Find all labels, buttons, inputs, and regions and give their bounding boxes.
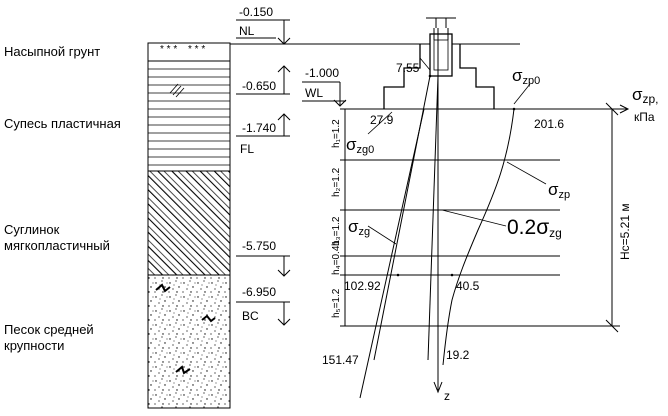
elev-nl-tag: NL xyxy=(239,24,255,38)
elev-top2: -0.650 xyxy=(242,79,276,93)
foundation xyxy=(230,17,520,109)
soil-label-sandy-loam: Супесь пластичная xyxy=(4,116,121,131)
soil-label-fill: Насыпной грунт xyxy=(4,44,101,59)
z-axis: z xyxy=(433,28,450,403)
sublayer-lines xyxy=(340,108,620,327)
fill-mark: * * * xyxy=(160,44,177,55)
point2-sigma-zg-line xyxy=(427,75,439,361)
label-sigma-zg0: σzg0 xyxy=(346,135,374,156)
value-7-55: 7.55 xyxy=(396,61,420,75)
svg-text:* * *: * * * xyxy=(188,44,205,55)
sublayer-h5: h₅=1.2 xyxy=(331,288,342,318)
soil-column: * * * * * * xyxy=(147,42,231,409)
elev-fl-tag: FL xyxy=(240,142,254,156)
label-sigma-zp0: σzp0 xyxy=(512,66,540,87)
value-151-47: 151.47 xyxy=(322,353,359,367)
sigma-zp-curve xyxy=(442,108,515,366)
hc-label: Hc=5.21 м xyxy=(618,203,632,260)
sublayer-h1: h₁=1.2 xyxy=(331,119,342,148)
label-sigma-zg: σzg xyxy=(348,217,370,238)
sublayer-h4: h₄=0.41 xyxy=(331,240,342,275)
sigma-zg0-line xyxy=(359,108,425,399)
value-201-6: 201.6 xyxy=(534,117,564,131)
soil-label-loam: Суглинок мягкопластичный xyxy=(4,222,110,253)
value-40-5: 40.5 xyxy=(456,279,480,293)
hc-dimension: Hc=5.21 м xyxy=(605,102,632,333)
elev-top3: -5.750 xyxy=(242,239,276,253)
elev-fl: -1.740 xyxy=(242,121,276,135)
elev-wl-tag: WL xyxy=(305,86,323,100)
soil-label-sand: Песок средней крупности xyxy=(4,322,94,353)
value-102-92: 102.92 xyxy=(344,279,381,293)
label-sigma-zp-axis: σzp, xyxy=(632,85,659,106)
label-point2-sigma-zg: 0.2σzg xyxy=(507,216,562,240)
value-19-2: 19.2 xyxy=(446,348,470,362)
elev-wl: -1.000 xyxy=(305,66,339,80)
elevation-markers: -0.150 NL -0.650 -1.000 WL -1.740 FL -5.… xyxy=(236,5,347,326)
sublayer-h3: h₃=1.2 xyxy=(331,216,342,246)
value-27-9: 27.9 xyxy=(370,113,394,127)
elev-nl: -0.150 xyxy=(239,5,273,19)
z-axis-label: z xyxy=(444,389,450,403)
label-axis-unit: кПа xyxy=(634,110,655,124)
elev-bc-tag: BC xyxy=(242,309,259,323)
sigma-axis xyxy=(496,104,630,114)
sublayer-h2: h₂=1.2 xyxy=(331,167,342,197)
elev-bc: -6.950 xyxy=(242,285,276,299)
label-sigma-zp: σzp xyxy=(548,180,570,201)
